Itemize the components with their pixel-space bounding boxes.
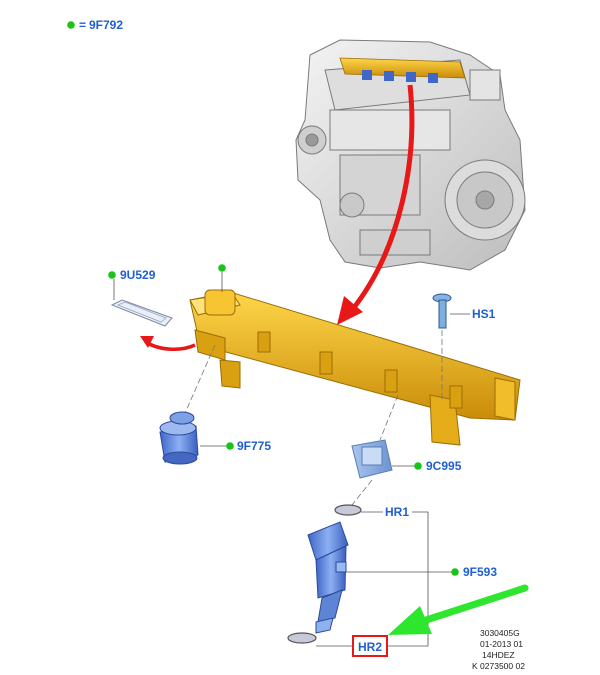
red-location-arrow (337, 84, 415, 325)
gasket-part (110, 299, 173, 327)
injector-dot (451, 568, 459, 576)
reference-line-2: 01-2013 01 (480, 639, 523, 649)
damper-axis-line (181, 344, 216, 421)
legend: = 9F792 (67, 18, 123, 32)
lower-oring-part (287, 632, 317, 644)
oring-group-bracket (388, 511, 429, 647)
green-pointer-arrow (388, 584, 529, 635)
svg-text:=: = (79, 18, 86, 32)
damper-label: 9F775 (237, 439, 271, 453)
reference-block: 3030405G 01-2013 01 14HDEZ K 0273500 02 (472, 628, 525, 671)
legend-code: 9F792 (89, 18, 123, 32)
engine-fuel-rail (339, 57, 466, 83)
legend-dot (67, 21, 75, 29)
fuel-rail-part (189, 289, 521, 446)
red-rotate-arrow (140, 336, 196, 351)
fuel-rail-dot (218, 264, 226, 272)
injector-label: 9F593 (463, 565, 497, 579)
clip-label: 9C995 (426, 459, 462, 473)
clip-axis-line (379, 394, 399, 441)
gasket-dot (108, 271, 116, 279)
injector-part (307, 521, 349, 634)
damper-part (159, 411, 199, 465)
lower-oring-highlight-box (352, 635, 388, 657)
injector-axis-line (351, 479, 373, 506)
lower-oring-label: HR2 (358, 640, 382, 654)
engine-assembly (295, 39, 526, 271)
upper-oring-part (334, 504, 362, 516)
bolt-part (432, 293, 452, 329)
damper-dot (226, 442, 234, 450)
gasket-label: 9U529 (120, 268, 156, 282)
bolt-label: HS1 (472, 307, 496, 321)
reference-line-1: 3030405G (480, 628, 520, 638)
clip-dot (414, 462, 422, 470)
clip-part (351, 439, 393, 479)
reference-line-4: K 0273500 02 (472, 661, 525, 671)
reference-line-3: 14HDEZ (482, 650, 515, 660)
upper-oring-label: HR1 (385, 505, 409, 519)
